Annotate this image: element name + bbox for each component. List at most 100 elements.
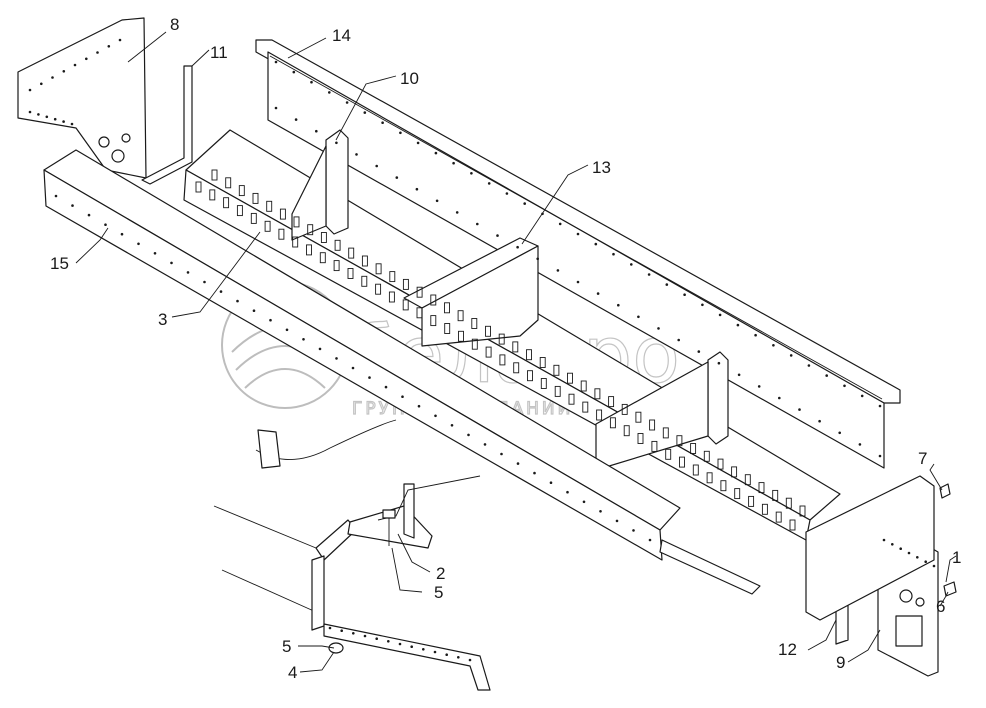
- grate-slot: [594, 388, 601, 400]
- rear-panel-hole: [789, 354, 793, 357]
- grate-slot: [402, 278, 409, 290]
- grate-slot: [279, 208, 286, 220]
- rear-panel-hole: [596, 292, 600, 295]
- grate-slot: [307, 224, 314, 236]
- front-beam-hole: [219, 290, 223, 293]
- rear-panel-hole: [434, 151, 438, 155]
- rear-panel-hole: [556, 269, 560, 272]
- right-plate-hole: [882, 538, 886, 542]
- rear-panel-hole: [294, 118, 298, 121]
- grate-slot: [789, 519, 796, 531]
- grate-slot: [513, 362, 520, 374]
- grate-slot: [527, 370, 533, 382]
- rear-panel-hole: [878, 454, 882, 458]
- front-beam-hole: [318, 347, 322, 351]
- end-plate-hole: [62, 120, 65, 123]
- grate-slot: [568, 393, 575, 405]
- rear-panel-hole: [523, 202, 526, 205]
- grate-slot: [580, 380, 587, 392]
- grate-slot: [264, 220, 271, 232]
- grate-slot: [621, 403, 628, 415]
- grate-slot: [526, 349, 532, 361]
- end-plate-hole: [118, 38, 122, 42]
- grate-slot: [609, 417, 616, 429]
- callout-10: 10: [400, 69, 419, 88]
- upright-bracket-right: [595, 351, 729, 471]
- rear-panel-hole: [487, 182, 491, 185]
- detail-bracket-hole: [422, 648, 425, 651]
- grate-slot: [717, 458, 724, 470]
- part-11-vertical-strip: [141, 65, 193, 185]
- rear-panel-hole: [737, 373, 741, 377]
- rear-panel-hole: [683, 293, 686, 297]
- grate-slot: [679, 456, 685, 468]
- end-plate-hole: [70, 122, 74, 126]
- rear-panel-hole: [416, 141, 420, 145]
- front-beam-hole: [351, 366, 355, 370]
- rear-panel-hole: [335, 141, 338, 145]
- front-beam-hole: [71, 204, 74, 207]
- callout-14: 14: [332, 26, 351, 45]
- front-beam-hole: [434, 414, 437, 418]
- grate-slot: [293, 216, 300, 228]
- grate-slot: [512, 341, 519, 353]
- grate-slot: [444, 302, 450, 314]
- rear-panel-hole: [355, 153, 358, 156]
- front-beam-hole: [549, 481, 553, 485]
- front-beam-hole: [252, 309, 256, 313]
- rear-panel-hole: [617, 303, 620, 307]
- grate-slot: [416, 286, 423, 298]
- grate-slot: [567, 372, 573, 384]
- right-plate-hole: [891, 543, 894, 546]
- front-beam-hole: [648, 538, 652, 542]
- callout-8: 8: [170, 15, 179, 34]
- grate-slot: [319, 252, 326, 264]
- grate-slot: [635, 411, 642, 423]
- detail-bracket-hole: [398, 642, 402, 646]
- part-13-cross-member: [403, 237, 539, 347]
- rear-panel-hole: [274, 60, 278, 64]
- rear-panel-hole: [363, 111, 367, 114]
- callout-2: 2: [436, 564, 445, 583]
- callout-5a: 5: [434, 583, 443, 602]
- grate-slot: [430, 294, 437, 306]
- callout-9: 9: [836, 653, 845, 672]
- leader-lines: [75, 31, 957, 673]
- grate-slot: [553, 364, 560, 376]
- grate-slot: [785, 497, 792, 509]
- grate-slot: [347, 268, 354, 279]
- rear-panel-hole: [415, 187, 419, 191]
- front-beam-hole: [467, 433, 470, 437]
- end-plate-hole: [73, 63, 77, 67]
- grate-slot: [665, 448, 672, 460]
- grate-slot: [485, 346, 492, 358]
- grate-slot: [252, 192, 259, 204]
- end-plate-hole: [62, 70, 66, 73]
- rear-panel-hole: [505, 192, 509, 195]
- right-plate-hole: [907, 551, 911, 555]
- callout-15: 15: [50, 254, 69, 273]
- hardware-bolt: [382, 509, 396, 546]
- rear-panel-hole: [536, 257, 539, 261]
- rear-panel-hole: [452, 161, 455, 165]
- front-beam-hole: [533, 471, 536, 475]
- front-beam-hole: [632, 529, 635, 532]
- callout-7: 7: [918, 449, 927, 468]
- grate-slot: [209, 189, 216, 201]
- rear-panel-hole: [476, 222, 479, 226]
- rear-panel-hole: [843, 384, 846, 388]
- rear-panel-hole: [825, 374, 828, 377]
- callouts: 1 2 3 4 5 5 6 7 8 9 10 11 12 13 14 15: [50, 15, 961, 682]
- grate-slot: [211, 169, 218, 181]
- grate-slot: [225, 177, 232, 189]
- rear-panel-hole: [516, 245, 519, 249]
- rear-panel-hole: [778, 396, 781, 400]
- grate-slot: [195, 181, 202, 193]
- grate-slot: [266, 200, 273, 212]
- front-beam-hole: [186, 271, 190, 274]
- rear-panel-hole: [754, 333, 757, 337]
- rear-panel-hole: [612, 252, 615, 256]
- right-plate-hole: [916, 556, 919, 559]
- callout-13: 13: [592, 158, 611, 177]
